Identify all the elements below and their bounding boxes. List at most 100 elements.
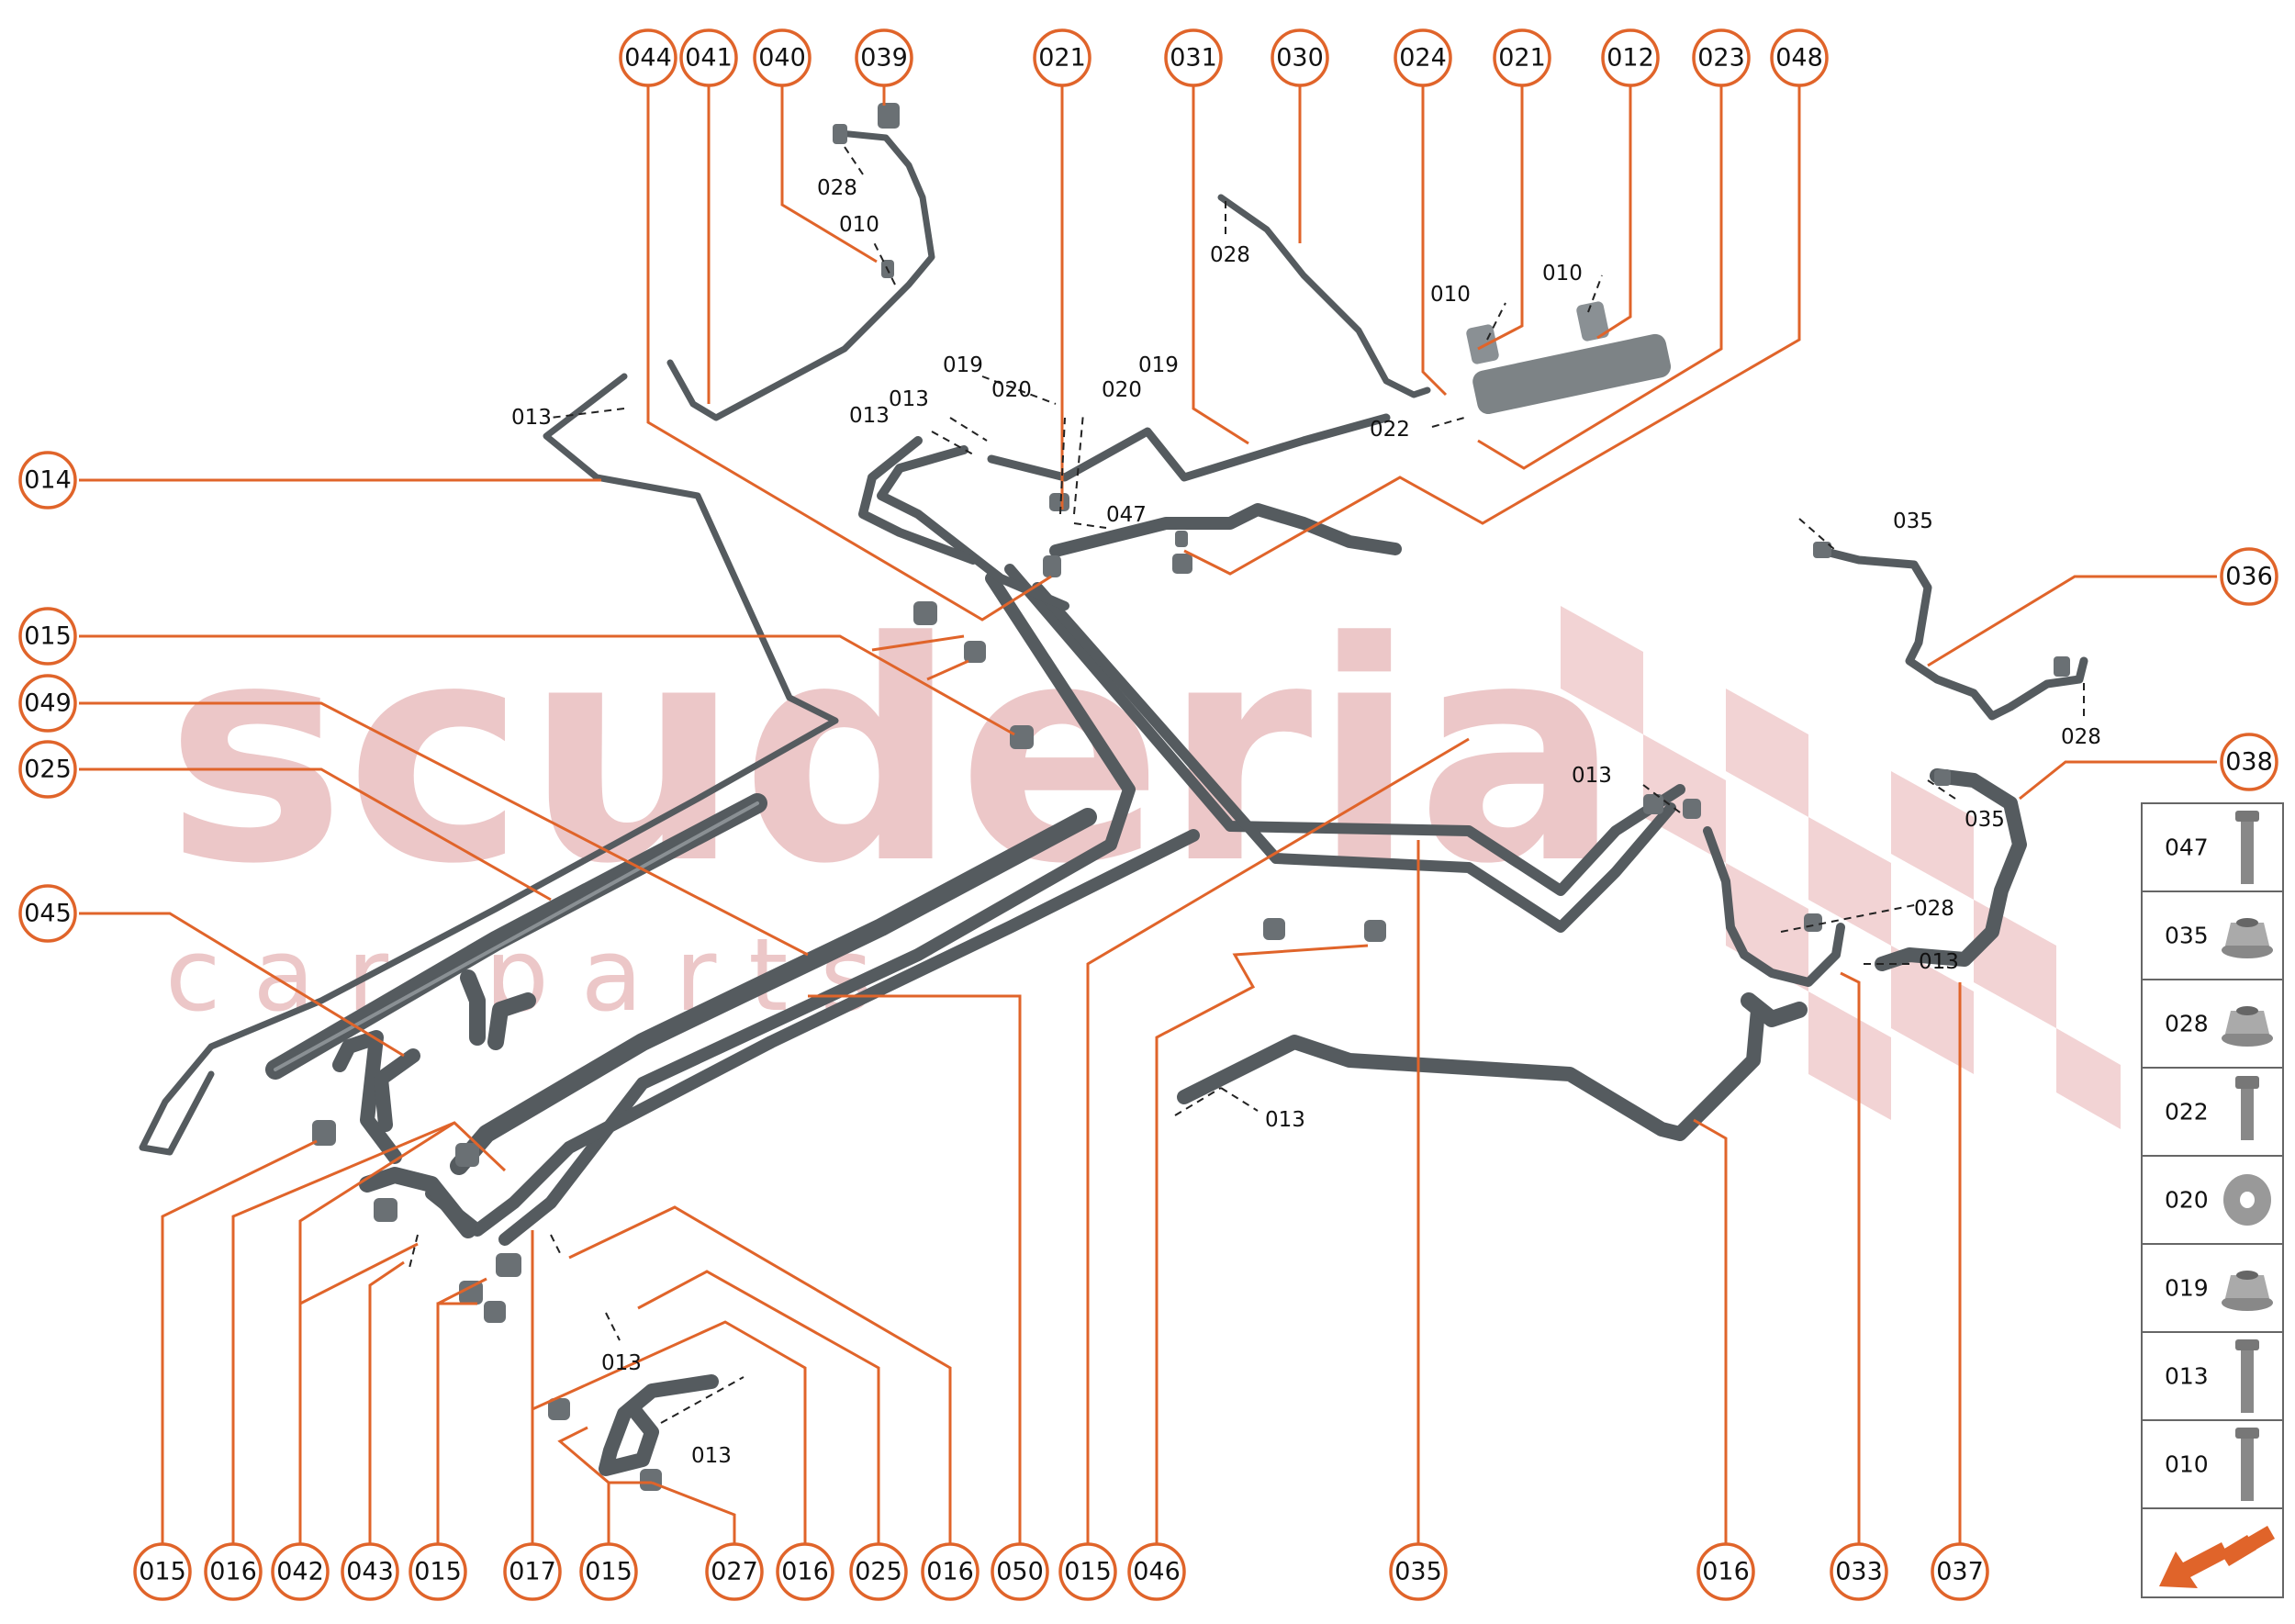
callout-045[interactable]: 045 [18,884,77,943]
callout-016[interactable]: 016 [204,1542,263,1601]
callout-015[interactable]: 015 [133,1542,192,1601]
flange-nut-icon [2222,1006,2273,1047]
callout-043[interactable]: 043 [341,1542,399,1601]
short-bolt-icon [2235,1076,2259,1140]
part-tag: 013 [1919,950,1959,974]
callout-050[interactable]: 050 [991,1542,1049,1601]
svg-text:025: 025 [855,1558,902,1586]
callout-021[interactable]: 021 [1493,28,1551,87]
callout-039[interactable]: 039 [855,28,913,87]
bottom-callouts: 015 016 042 043 015 017 015 027 016 025 … [133,1542,1989,1601]
svg-text:042: 042 [276,1558,324,1586]
side-callouts: 014 015 049 025 045 036 038 [18,451,2278,943]
legend-code: 010 [2165,1451,2209,1478]
svg-text:027: 027 [711,1558,758,1586]
callout-041[interactable]: 041 [679,28,738,87]
svg-text:014: 014 [24,466,72,495]
svg-text:015: 015 [24,622,72,651]
svg-text:045: 045 [24,900,72,928]
callout-033[interactable]: 033 [1830,1542,1888,1601]
callout-036[interactable]: 036 [2220,547,2278,606]
watermark-brand: scuderia [165,577,1621,930]
svg-text:040: 040 [758,44,806,73]
svg-text:030: 030 [1276,44,1324,73]
callout-044[interactable]: 044 [619,28,677,87]
svg-text:039: 039 [860,44,908,73]
svg-text:016: 016 [209,1558,257,1586]
part-tag: 013 [849,404,890,428]
callout-042[interactable]: 042 [271,1542,330,1601]
part-tags: 028 010 013 019 020 020 019 013 013 047 … [511,176,2101,1468]
svg-text:017: 017 [509,1558,556,1586]
callout-015[interactable]: 015 [579,1542,638,1601]
svg-text:048: 048 [1775,44,1823,73]
part-tag: 013 [691,1444,732,1468]
small-parts [312,103,2070,1491]
svg-text:046: 046 [1133,1558,1181,1586]
callout-014[interactable]: 014 [18,451,77,510]
svg-text:035: 035 [1394,1558,1442,1586]
part-tag: 010 [839,213,879,237]
callout-023[interactable]: 023 [1692,28,1751,87]
callout-037[interactable]: 037 [1931,1542,1989,1601]
callout-016[interactable]: 016 [921,1542,980,1601]
callout-035[interactable]: 035 [1389,1542,1448,1601]
part-tag: 020 [991,378,1032,402]
legend-code: 047 [2165,834,2209,861]
svg-text:015: 015 [1064,1558,1112,1586]
callout-046[interactable]: 046 [1127,1542,1186,1601]
svg-text:031: 031 [1170,44,1217,73]
flange-nut-icon [2222,918,2273,958]
legend-code: 019 [2165,1275,2209,1302]
legend-code: 013 [2165,1363,2209,1390]
part-tag: 010 [1430,283,1471,307]
svg-text:050: 050 [996,1558,1044,1586]
part-tag: 020 [1102,378,1142,402]
part-tag: 013 [889,387,929,411]
part-tag: 013 [1572,764,1612,788]
part-tag: 013 [1265,1108,1305,1132]
top-callouts: 044 041 040 039 021 031 030 024 021 012 … [619,28,1829,87]
callout-021[interactable]: 021 [1033,28,1092,87]
callout-017[interactable]: 017 [503,1542,562,1601]
callout-015[interactable]: 015 [1058,1542,1117,1601]
callout-048[interactable]: 048 [1770,28,1829,87]
callout-012[interactable]: 012 [1601,28,1660,87]
part-tag: 019 [1138,353,1179,377]
svg-text:033: 033 [1835,1558,1883,1586]
svg-text:021: 021 [1038,44,1086,73]
dryer-receiver [1472,333,1672,415]
leader-lines [79,74,2217,1565]
part-tag: 010 [1542,262,1583,286]
callout-016[interactable]: 016 [776,1542,834,1601]
svg-text:015: 015 [585,1558,633,1586]
part-tag: 035 [1965,808,2005,832]
callout-040[interactable]: 040 [753,28,812,87]
callout-015[interactable]: 015 [18,607,77,666]
callout-049[interactable]: 049 [18,674,77,733]
svg-text:043: 043 [346,1558,394,1586]
callout-025[interactable]: 025 [849,1542,908,1601]
callout-015[interactable]: 015 [409,1542,467,1601]
legend-code: 020 [2165,1187,2209,1214]
callout-016[interactable]: 016 [1696,1542,1755,1601]
long-bolt-icon [2235,811,2259,884]
svg-text:041: 041 [685,44,733,73]
legend-code: 028 [2165,1011,2209,1037]
hardware-legend: 047 035 028 022 020 0 [2141,802,2284,1598]
part-tag: 028 [1210,243,1250,267]
callout-038[interactable]: 038 [2220,733,2278,791]
svg-text:049: 049 [24,689,72,718]
long-bolt-icon [2235,1339,2259,1413]
callout-025[interactable]: 025 [18,740,77,799]
part-tag: 013 [601,1351,642,1375]
watermark: scuderia c a r p a r t s [165,577,2121,1129]
callout-030[interactable]: 030 [1271,28,1329,87]
callout-031[interactable]: 031 [1164,28,1223,87]
svg-text:044: 044 [624,44,672,73]
part-tag: 019 [943,353,983,377]
legend-code: 022 [2165,1099,2209,1126]
callout-024[interactable]: 024 [1394,28,1452,87]
callout-027[interactable]: 027 [705,1542,764,1601]
